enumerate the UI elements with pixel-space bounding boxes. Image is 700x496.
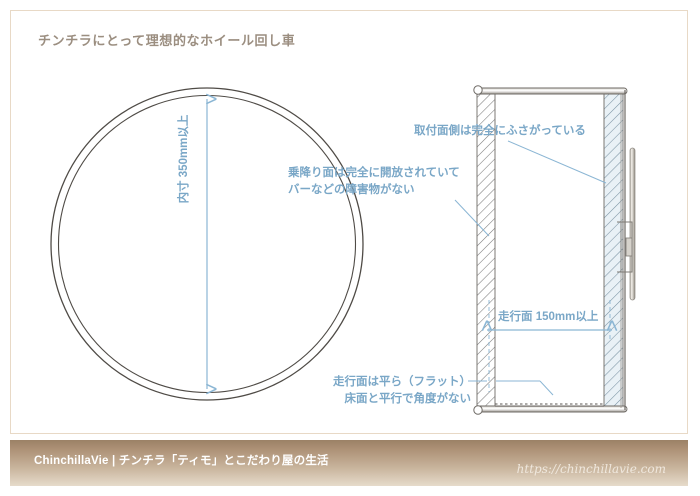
annotation-closed-side: 取付面側は完全にふさがっている [414,125,586,137]
annotation-leader-lines [454,140,607,396]
annotation-open-side-line2: バーなどの障害物がない [288,184,415,196]
footer-site-name: ChinchillaVie | チンチラ「ティモ」とこだわり屋の生活 [34,455,329,467]
footer-url: https://chinchillavie.com [516,462,666,476]
annotation-flat-surface: 走行面は平ら（フラット） 床面と平行で角度がない [333,374,471,408]
annotation-flat-surface-line2: 床面と平行で角度がない [344,393,472,405]
annotation-running-width: 走行面 150mm以上 [498,311,599,323]
annotation-open-side-line1: 乗降り面は完全に開放されていて [288,167,460,179]
annotation-flat-surface-line1: 走行面は平ら（フラット） [333,376,471,388]
annotation-open-side: 乗降り面は完全に開放されていて バーなどの障害物がない [288,165,460,199]
footer-bar: ChinchillaVie | チンチラ「ティモ」とこだわり屋の生活 https… [10,440,688,486]
side-cross-section-view [473,85,628,415]
page-title: チンチラにとって理想的なホイール回し車 [38,33,296,48]
cage-mounting-bar [617,147,636,301]
annotation-inner-diameter: 内寸 350mm以上 [178,114,190,204]
running-width-dimension-arrow [487,300,612,392]
